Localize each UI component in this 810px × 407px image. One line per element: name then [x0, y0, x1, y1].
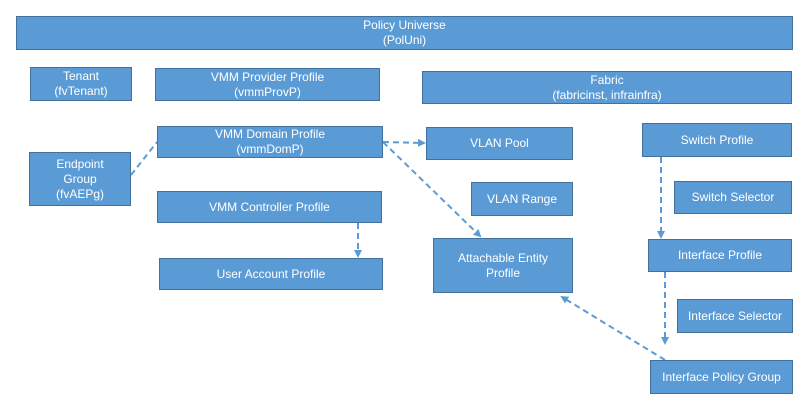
- vmm-controller-profile-label: VMM Controller Profile: [209, 199, 330, 214]
- attachable-entity-profile-box[interactable]: Attachable Entity Profile: [433, 238, 573, 293]
- endpoint-group-title-line2: Group: [63, 171, 97, 186]
- tenant-class: (fvTenant): [54, 84, 108, 98]
- vmm-provider-profile-class: (vmmProvP): [234, 84, 301, 99]
- vmm-controller-profile-box[interactable]: VMM Controller Profile: [157, 191, 382, 223]
- interface-profile-box[interactable]: Interface Profile: [648, 239, 792, 272]
- connector-epg-to-vmm-domain: [130, 141, 158, 176]
- connector-policy-group-to-aep: [560, 295, 666, 361]
- policy-universe-title: Policy Universe: [363, 18, 446, 32]
- interface-selector-box[interactable]: Interface Selector: [677, 299, 793, 333]
- interface-policy-group-label: Interface Policy Group: [662, 369, 781, 384]
- fabric-class: (fabricinst, infrainfra): [552, 87, 662, 102]
- policy-universe-box[interactable]: Policy Universe (PolUni): [16, 16, 793, 50]
- vlan-pool-box[interactable]: VLAN Pool: [426, 127, 573, 160]
- vmm-domain-profile-box[interactable]: VMM Domain Profile (vmmDomP): [157, 126, 383, 158]
- tenant-box[interactable]: Tenant (fvTenant): [30, 67, 132, 101]
- user-account-profile-label: User Account Profile: [216, 266, 326, 281]
- switch-selector-label: Switch Selector: [691, 190, 775, 204]
- vmm-provider-profile-box[interactable]: VMM Provider Profile (vmmProvP): [155, 68, 380, 101]
- interface-selector-label: Interface Selector: [687, 308, 783, 323]
- fabric-title: Fabric: [590, 72, 624, 87]
- attachable-entity-profile-line1: Attachable Entity: [457, 250, 549, 265]
- vmm-domain-profile-title: VMM Domain Profile: [214, 127, 326, 141]
- user-account-profile-box[interactable]: User Account Profile: [159, 258, 383, 290]
- attachable-entity-profile-line2: Profile: [485, 265, 520, 280]
- interface-policy-group-box[interactable]: Interface Policy Group: [650, 360, 793, 394]
- fabric-box[interactable]: Fabric (fabricinst, infrainfra): [422, 71, 792, 104]
- switch-selector-box[interactable]: Switch Selector: [674, 181, 792, 214]
- vlan-range-label: VLAN Range: [486, 191, 558, 206]
- policy-universe-class: (PolUni): [382, 33, 427, 47]
- vlan-pool-label: VLAN Pool: [470, 136, 529, 150]
- connector-vmm-domain-to-vlan-pool: [382, 138, 426, 147]
- endpoint-group-title-line1: Endpoint: [56, 156, 104, 171]
- endpoint-group-class: (fvAEPg): [55, 186, 104, 201]
- switch-profile-label: Switch Profile: [680, 132, 754, 147]
- tenant-title: Tenant: [62, 69, 100, 83]
- vmm-provider-profile-title: VMM Provider Profile: [210, 69, 325, 84]
- endpoint-group-box[interactable]: Endpoint Group (fvAEPg): [29, 152, 131, 206]
- interface-profile-label: Interface Profile: [677, 248, 763, 262]
- vlan-range-box[interactable]: VLAN Range: [471, 182, 573, 216]
- vmm-domain-profile-class: (vmmDomP): [236, 142, 304, 156]
- switch-profile-box[interactable]: Switch Profile: [642, 123, 792, 157]
